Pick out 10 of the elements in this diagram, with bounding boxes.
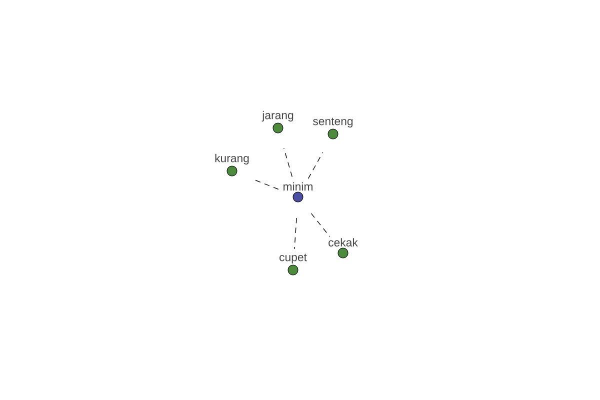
node-label: minim [284,182,312,190]
dashed-line [284,148,292,178]
dashed-line [294,218,297,250]
node-label: senteng [313,118,353,128]
node-label: kurang [215,154,249,164]
dashed-line [308,152,324,179]
node-label: jarang [262,110,294,122]
dashed-line [310,213,330,237]
node-label: cekak [328,238,358,246]
node-label: cupet [280,254,307,264]
